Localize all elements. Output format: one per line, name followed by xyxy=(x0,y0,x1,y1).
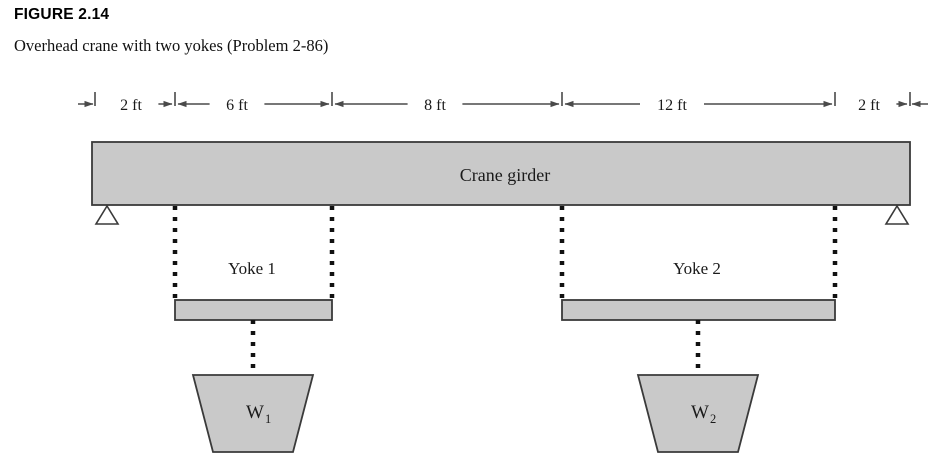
dimension-label-0: 2 ft xyxy=(120,97,142,114)
yoke-1-label: Yoke 1 xyxy=(228,259,276,278)
crane-girder-label: Crane girder xyxy=(460,165,550,185)
load-block-2 xyxy=(636,374,760,453)
load-subscript-2: 2 xyxy=(710,412,716,426)
yoke-2-label: Yoke 2 xyxy=(673,259,721,278)
yokes-group: Yoke 1 Yoke 2 xyxy=(172,206,838,375)
dimension-label-1: 6 ft xyxy=(226,97,248,114)
dimension-label-2: 8 ft xyxy=(424,97,446,114)
dimension-label-4: 2 ft xyxy=(858,97,880,114)
figure-number: FIGURE 2.14 xyxy=(14,6,110,23)
crane-girder-body xyxy=(91,141,911,206)
supports-group xyxy=(94,204,910,225)
right-support xyxy=(884,204,910,225)
girder-group: Crane girder xyxy=(91,141,911,206)
figure-caption: Overhead crane with two yokes (Problem 2… xyxy=(14,36,329,55)
dimension-line-group: 2 ft 6 ft 8 ft 12 ft 2 ft xyxy=(78,92,928,114)
load-label-1: W1 xyxy=(246,402,271,426)
left-support xyxy=(94,204,120,225)
dimension-label-3: 12 ft xyxy=(657,97,687,114)
yoke-2-bar xyxy=(561,299,836,321)
load-subscript-1: 1 xyxy=(265,412,271,426)
yoke-1-bar xyxy=(174,299,333,321)
load-block-1 xyxy=(191,374,315,453)
